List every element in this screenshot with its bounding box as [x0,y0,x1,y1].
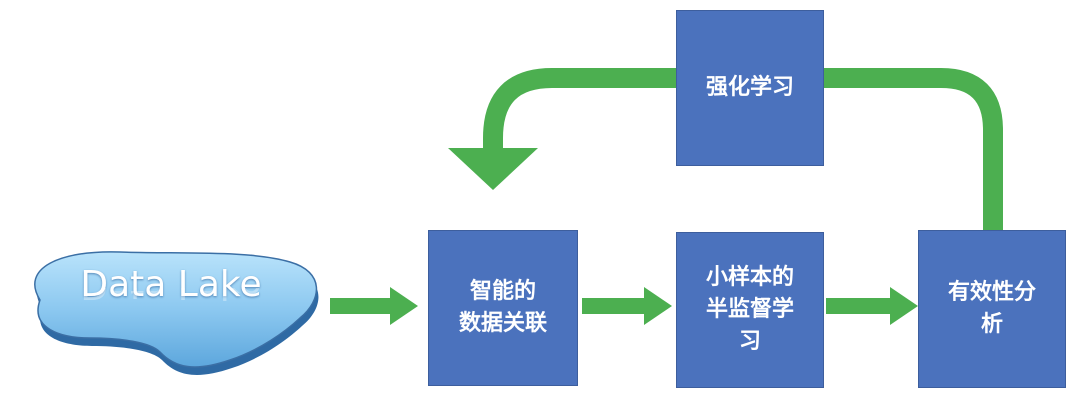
arrow-lake-to-association [330,287,418,325]
feedback-loop-arrowhead [448,148,538,190]
node-effectiveness-line1: 有效性分 [947,280,1036,306]
node-semi-supervised-line2: 半监督学 [705,297,794,323]
node-effectiveness: 有效性分 析 [918,230,1066,388]
feedback-loop-right [822,68,1003,232]
node-semi-supervised-line3: 习 [738,328,761,354]
node-data-association: 智能的 数据关联 [428,230,578,386]
node-reinforcement-line1: 强化学习 [705,75,794,101]
data-lake-label-reflection: Data Lake [66,288,276,306]
arrow-semi-supervised-to-effectiveness [826,287,918,325]
node-semi-supervised: 小样本的 半监督学 习 [676,232,824,388]
data-lake-shape [34,251,318,368]
feedback-loop-left [483,68,676,150]
node-effectiveness-line2: 析 [980,312,1003,337]
data-lake-label: Data Lake [80,264,262,305]
node-reinforcement: 强化学习 [676,10,824,166]
arrow-association-to-semi-supervised [582,287,672,325]
node-semi-supervised-line1: 小样本的 [705,265,794,291]
node-data-association-line2: 数据关联 [458,311,547,336]
node-data-association-line1: 智能的 [469,279,536,305]
